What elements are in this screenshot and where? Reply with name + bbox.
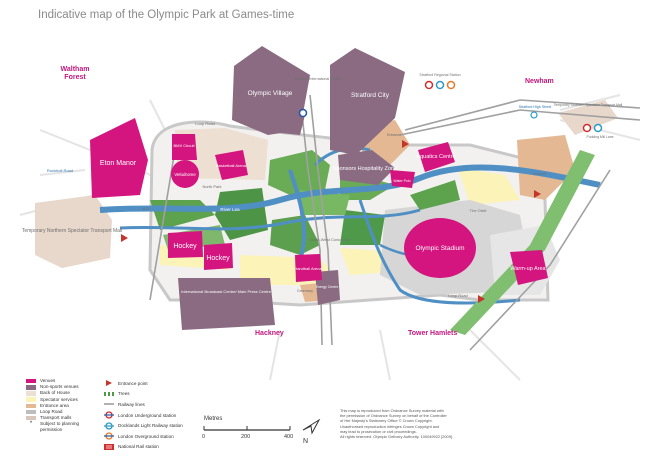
hockey-venue-1 xyxy=(168,231,203,258)
label-aquatics: Aquatics Centre xyxy=(416,154,455,160)
label-eton: Eton Manor xyxy=(100,160,137,167)
legend-railway: Railway lines xyxy=(103,399,183,410)
hockey-venue-2 xyxy=(204,243,233,270)
label-transport-mall-east: Temporary Southern Spectator Transport M… xyxy=(554,103,623,107)
station-icons xyxy=(298,80,603,133)
label-village: Olympic Village xyxy=(248,90,293,97)
legend-transport-mall: Transport malls xyxy=(26,415,84,421)
label-hockey2: Hockey xyxy=(206,255,230,262)
north-arrow-icon xyxy=(302,418,321,435)
place-labels: Temporary Northern Spectator Transport M… xyxy=(22,73,623,298)
entrance-markers xyxy=(121,140,541,303)
scale-tick-400: 400 xyxy=(284,434,294,440)
legend-overground: London Overground station xyxy=(103,431,183,442)
water-polo-venue xyxy=(390,170,415,188)
region-hackney: Hackney xyxy=(255,330,284,337)
legend-dlr: Docklands Light Railway station xyxy=(103,420,183,431)
velodrome-venue xyxy=(171,160,199,188)
entrance-point-icon xyxy=(103,379,115,387)
olympic-village-south xyxy=(280,115,305,135)
transport-mall-east xyxy=(558,100,618,135)
label-bmx: BMX Circuit xyxy=(173,143,195,148)
ibc-mpc xyxy=(178,278,275,330)
label-ibc: International Broadcast Centre/ Main Pre… xyxy=(181,289,271,294)
label-stadium: Olympic Stadium xyxy=(415,245,464,252)
label-hockey1: Hockey xyxy=(173,243,197,250)
scale-title: Metres xyxy=(204,416,223,422)
label-north-west: North-West Concourse xyxy=(310,237,351,242)
olympic-village xyxy=(232,46,310,135)
label-water-polo: Water Polo xyxy=(393,179,410,183)
label-a12: A12 xyxy=(142,206,150,211)
label-basketball: Basketball Arena xyxy=(216,163,247,168)
overground-icon xyxy=(103,432,115,440)
spectator-area-3 xyxy=(458,168,520,205)
label-sponsor: Sponsors Hospitality Zone xyxy=(333,166,397,172)
label-south-loop: Loop Road xyxy=(448,293,468,298)
basketball-venue xyxy=(215,150,248,180)
label-temp-transport: Temporary Northern Spectator Transport M… xyxy=(22,228,122,234)
label-stratford-high: Stratford High Street xyxy=(519,105,552,109)
greenway-corridor xyxy=(450,150,595,335)
label-river-lea: River Lea xyxy=(220,207,240,212)
label-stratford-intl: Stratford International Station xyxy=(295,77,342,81)
label-stratford-regional: Stratford Regional Station xyxy=(419,73,460,77)
label-warmup: Warm-up Area xyxy=(510,266,546,272)
scale-bar xyxy=(203,426,291,431)
eton-manor-venue xyxy=(90,118,148,198)
venue-labels: Eton Manor BMX Circuit Velodrome Basketb… xyxy=(100,143,547,272)
legend-national-rail: National Rail station xyxy=(103,442,183,453)
nonsport-labels: Olympic Village Stratford City Sponsors … xyxy=(181,90,397,294)
legend-back-of-house: Back of House xyxy=(26,390,84,396)
label-loop-north: Loop Road xyxy=(195,121,215,126)
national-rail-icon xyxy=(103,443,115,451)
scale-tick-0: 0 xyxy=(202,434,206,440)
copyright-notice: This map is reproduced from Ordnance Sur… xyxy=(340,408,454,440)
legend-trees: Trees xyxy=(103,389,183,400)
north-label: N xyxy=(303,438,309,445)
legend-entrance-point: Entrance point xyxy=(103,378,183,389)
railway-icon xyxy=(103,400,115,408)
warmup-venue xyxy=(510,250,548,285)
label-aq-bridge: Entrance xyxy=(387,133,401,137)
region-tower-hamlets: Tower Hamlets xyxy=(408,330,458,337)
label-pudding-mill: Pudding Mill Lane xyxy=(587,135,614,139)
region-newham: Newham xyxy=(525,78,554,85)
legend-spectator: Spectator services xyxy=(26,397,84,403)
aquatics-venue xyxy=(418,142,455,172)
label-orbit: The Orbit xyxy=(470,208,488,213)
scale-tick-200: 200 xyxy=(241,434,251,440)
label-east-gate: Entrance xyxy=(533,172,547,176)
legend-venues: Venues xyxy=(26,378,84,384)
label-north-park: North Park xyxy=(202,184,221,189)
sponsor-zone xyxy=(338,150,395,185)
legend-non-sports: Non-sports venues xyxy=(26,384,84,390)
legend-underground: London Underground station xyxy=(103,410,183,421)
stadium-venue xyxy=(404,218,476,278)
label-energy: Energy Centre xyxy=(316,285,339,289)
label-stratford-city: Stratford City xyxy=(351,92,390,99)
underground-icon xyxy=(103,411,115,419)
dlr-icon xyxy=(103,422,115,430)
label-handball: Handball Arena xyxy=(294,266,322,271)
entrance-area-east xyxy=(517,135,575,200)
handball-venue xyxy=(295,254,322,282)
legend-colors: Venues Non-sports venues Back of House S… xyxy=(26,378,84,433)
trees-icon xyxy=(103,390,115,398)
temp-transport-mall-west xyxy=(35,195,112,268)
legend-subject: *Subject to planning permission xyxy=(29,421,80,433)
bmx-venue xyxy=(172,134,197,160)
region-waltham-forest: Waltham Forest xyxy=(60,66,90,81)
legend-symbols: Entrance point Trees Railway lines Londo… xyxy=(103,378,183,452)
label-south-area: Greenway xyxy=(297,289,313,293)
legend-loop-road: Loop Road xyxy=(26,409,84,415)
map-title: Indicative map of the Olympic Park at Ga… xyxy=(38,9,295,21)
label-velodrome: Velodrome xyxy=(174,172,196,177)
label-ruckholt: Ruckholt Road xyxy=(47,168,73,173)
legend-entrance-area: Entrance area xyxy=(26,403,84,409)
stratford-city xyxy=(330,48,405,155)
